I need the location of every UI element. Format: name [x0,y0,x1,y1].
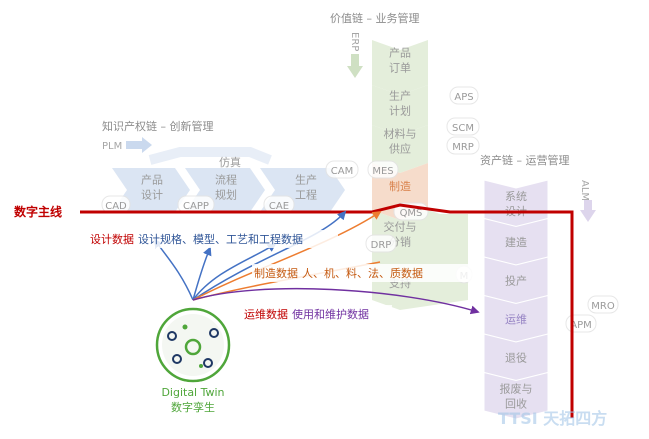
erp-tag: ERP [349,32,360,51]
plm-tag: PLM [102,141,122,152]
svg-text:SCM: SCM [452,123,474,134]
value-step-shape [372,85,428,135]
design-data-label: 设计数据设计规格、模型、工艺和工程数据 [90,232,303,246]
asset-step-shape [483,371,549,420]
asset-step-label: 建造 [505,235,527,249]
value-step-label: 生产计划 [389,89,411,118]
value-step-shape [372,210,468,262]
plm-arrow-icon [126,137,152,153]
watermark-logo: TTSI 天拓四方 [498,409,607,428]
alm-arrow-icon [580,200,596,222]
svg-text:CAM: CAM [331,166,353,177]
asset-chain-column [483,179,549,420]
design-data-arrow [192,242,277,301]
cam-tag: CAM [325,160,359,179]
svg-text:APS: APS [454,92,473,103]
aps-tag: APS [449,86,479,105]
manufacturing-data-label: 制造数据人、机、料、法、质数据 [254,266,423,280]
cad-tag: CAD [101,195,131,214]
digital-thread-line [80,203,574,418]
value-step-label: 制造 [389,179,411,193]
drp-tag: DRP [365,234,397,253]
alm-tag: ALM [579,180,590,201]
ip-step-labels: 产品设计 流程规划 生产工程 [141,173,317,202]
svg-text:MRO: MRO [591,301,615,312]
digital-twin-cn-label: 数字孪生 [171,400,215,414]
scm-tag: SCM [446,117,480,136]
asset-chain-header: 资产链 – 运营管理 [480,153,570,167]
operations-data-arrow [192,287,480,315]
mrp-tag: MRP [446,136,480,155]
svg-text:CAE: CAE [269,201,289,212]
capp-tag: CAPP [177,195,215,214]
asset-step-label: 报废与回收 [500,381,533,410]
ip-step-process-label: 流程规划 [215,173,237,202]
ip-step-production-label: 生产工程 [295,173,317,202]
svg-text:CAPP: CAPP [183,201,209,212]
value-chain-header: 价值链 – 业务管理 [330,11,420,25]
asset-step-label: 投产 [505,273,527,287]
asset-step-label: 退役 [505,350,527,364]
svg-text:MRP: MRP [452,142,474,153]
svg-text:QMS: QMS [400,208,423,219]
digital-twin-icon [155,307,231,383]
erp-arrow-icon [347,54,363,78]
svg-text:MES: MES [372,166,393,177]
svg-text:DRP: DRP [371,240,392,251]
ip-step-design-label: 产品设计 [141,173,163,202]
asset-step-shape [483,179,549,228]
manufacturing-data-arrow [192,211,382,301]
svg-text:APM: APM [570,320,592,331]
asset-step-label: 运维 [505,313,527,326]
design-data-arrow [154,238,194,301]
value-step-shape [372,40,428,95]
digital-thread-label: 数字主线 [14,204,62,219]
value-step-label: 产品订单 [389,46,411,75]
operations-data-label: 运维数据使用和维护数据 [244,307,369,321]
mro-tag: MRO [587,295,619,314]
cae-tag: CAE [263,195,295,214]
value-step-label: 材料与供应 [384,127,417,156]
ip-step-sim-label: 仿真 [219,155,241,169]
tool-tags: CADCAPPCAECAMAPSSCMMRPMESQMSDRPMMROAPM [101,86,619,333]
svg-text:CAD: CAD [105,201,127,212]
ip-step-shape [112,168,190,212]
mes-tag: MES [367,160,399,179]
design-data-arrow [192,246,212,301]
design-data-arrow [192,210,347,301]
digital-twin-en-label: Digital Twin [161,386,224,399]
ip-chain-header: 知识产权链 – 创新管理 [102,119,214,133]
